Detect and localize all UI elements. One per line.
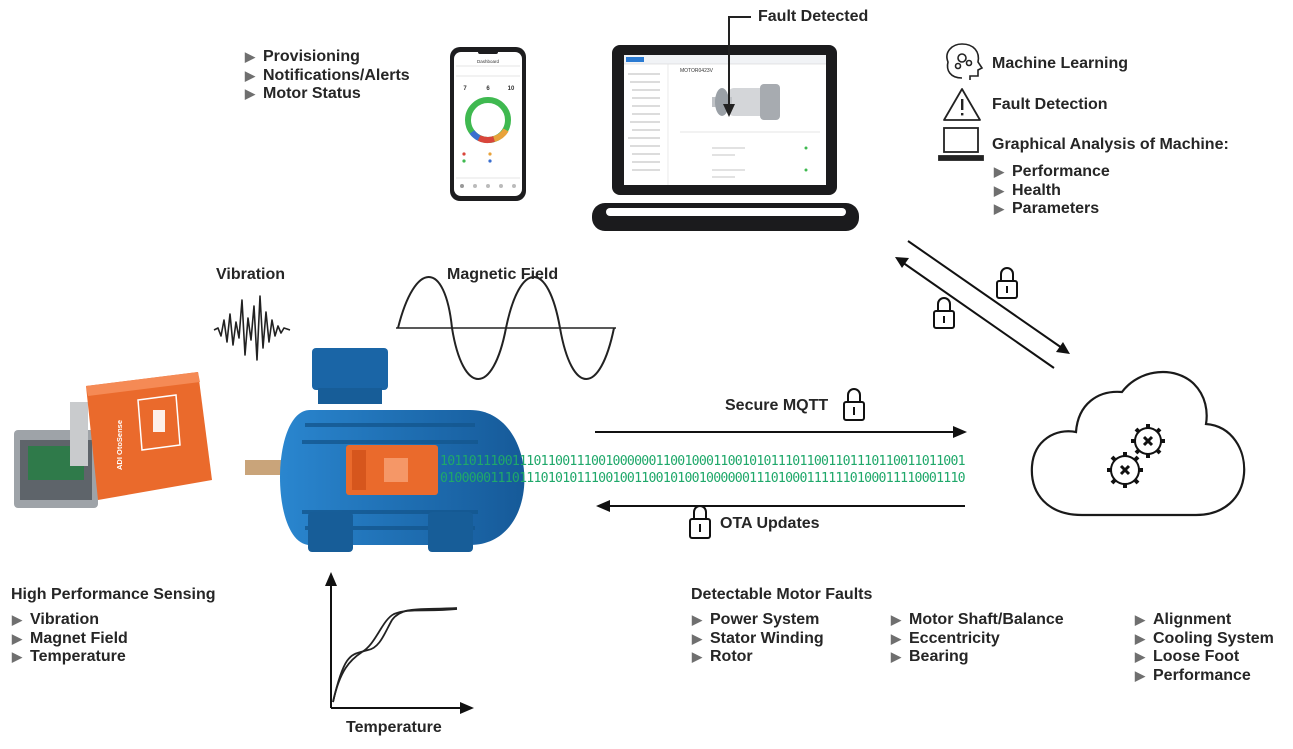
bullet-triangle-icon: ▶ (12, 612, 22, 627)
lock-icon-uplink (996, 267, 1018, 299)
ota-updates-label: OTA Updates (720, 515, 820, 532)
magnetic-field-label: Magnetic Field (447, 266, 559, 283)
electric-motor (245, 348, 525, 552)
bullet-triangle-icon: ▶ (1135, 649, 1145, 664)
graphical-analysis-label: Graphical Analysis of Machine: (992, 136, 1229, 153)
vibration-label: Vibration (216, 266, 286, 283)
temperature-axis-label: Temperature (346, 719, 442, 736)
phone-stat-3: 10 (508, 86, 515, 92)
bullet-triangle-icon: ▶ (891, 649, 901, 664)
laptop-motor-image (712, 84, 780, 120)
phone-stat-1: 7 (463, 86, 467, 92)
phone-screen-title: Dashboard (477, 59, 500, 64)
phone-feature-item: ▶Provisioning (245, 48, 360, 65)
fault-item: ▶Loose Foot (1135, 648, 1240, 665)
bullet-triangle-icon: ▶ (692, 630, 702, 646)
bullet-triangle-icon: ▶ (994, 182, 1004, 198)
phone-feature-list: ▶Provisioning ▶Notifications/Alerts ▶Mot… (245, 48, 410, 104)
analysis-item: ▶Performance (994, 163, 1110, 180)
smartphone (450, 47, 526, 201)
temperature-plot (325, 572, 474, 714)
bullet-triangle-icon: ▶ (12, 630, 22, 646)
binary-stream-top: 1011011100111011001110010000001100100011… (440, 454, 966, 469)
sensing-list: ▶Vibration ▶Magnet Field ▶Temperature (12, 611, 128, 667)
sensing-item: ▶Magnet Field (12, 629, 128, 647)
fault-detected-label: Fault Detected (758, 8, 869, 25)
laptop (592, 45, 859, 231)
phone-feature-item: ▶Notifications/Alerts (245, 66, 410, 84)
fault-item: ▶Stator Winding (692, 629, 824, 647)
bullet-triangle-icon: ▶ (891, 612, 901, 627)
analysis-item: ▶Parameters (994, 200, 1100, 217)
laptop-app-title: MOTOR0423V (680, 68, 714, 74)
lock-icon-ota (689, 505, 711, 539)
vibration-waveform (213, 295, 291, 361)
fault-item: ▶Alignment (1135, 611, 1232, 628)
binary-stream-bottom: 0100000111011101010111001001100101001000… (440, 471, 966, 486)
lock-icon-mqtt (843, 388, 865, 421)
machine-learning-label: Machine Learning (992, 55, 1129, 72)
bullet-triangle-icon: ▶ (692, 649, 702, 664)
faults-list-col2: ▶Motor Shaft/Balance ▶Eccentricity ▶Bear… (891, 611, 1064, 667)
sensor-device (14, 372, 212, 508)
fault-item: ▶Performance (1135, 666, 1251, 684)
sensing-item: ▶Temperature (12, 648, 126, 665)
laptop-icon (938, 127, 984, 161)
fault-item: ▶Bearing (891, 648, 969, 665)
faults-list-col1: ▶Power System ▶Stator Winding ▶Rotor (692, 611, 824, 667)
cloud-icon (1030, 371, 1246, 517)
bullet-triangle-icon: ▶ (994, 164, 1004, 179)
fault-item: ▶Motor Shaft/Balance (891, 611, 1064, 628)
fault-item: ▶Rotor (692, 648, 753, 665)
sensing-item: ▶Vibration (12, 611, 100, 628)
bullet-triangle-icon: ▶ (12, 649, 22, 664)
analysis-item: ▶Health (994, 181, 1061, 199)
fault-item: ▶Power System (692, 611, 820, 628)
sensor-brand-label: ADI OtoSense (115, 420, 124, 470)
machine-learning-icon (946, 43, 984, 80)
phone-feature-item: ▶Motor Status (245, 85, 361, 102)
bullet-triangle-icon: ▶ (245, 67, 255, 83)
bullet-triangle-icon: ▶ (692, 612, 702, 627)
fault-item: ▶Eccentricity (891, 629, 1000, 647)
faults-title: Detectable Motor Faults (691, 586, 873, 603)
warning-icon (943, 88, 981, 121)
faults-list-col3: ▶Alignment ▶Cooling System ▶Loose Foot ▶… (1135, 611, 1274, 685)
arrow-laptop-to-cloud (907, 240, 1063, 349)
graphical-analysis-list: ▶Performance ▶Health ▶Parameters (994, 163, 1110, 219)
phone-donut-chart (465, 97, 511, 143)
gears-icon (1107, 424, 1165, 488)
fault-pointer-arrowhead (723, 104, 735, 117)
bullet-triangle-icon: ▶ (994, 201, 1004, 216)
secure-mqtt-label: Secure MQTT (725, 397, 829, 414)
magnetic-field-wave (397, 276, 615, 380)
arrow-cloud-to-laptop (901, 261, 1055, 369)
bullet-triangle-icon: ▶ (245, 86, 255, 101)
bullet-triangle-icon: ▶ (1135, 630, 1145, 646)
bullet-triangle-icon: ▶ (891, 630, 901, 646)
bullet-triangle-icon: ▶ (245, 49, 255, 64)
fault-pointer-line (728, 16, 751, 110)
lock-icon-downlink (933, 297, 955, 329)
sensing-title: High Performance Sensing (11, 586, 216, 603)
bullet-triangle-icon: ▶ (1135, 612, 1145, 627)
fault-detection-label: Fault Detection (992, 96, 1108, 113)
fault-item: ▶Cooling System (1135, 629, 1274, 647)
bullet-triangle-icon: ▶ (1135, 667, 1145, 683)
phone-stat-2: 6 (486, 86, 490, 92)
